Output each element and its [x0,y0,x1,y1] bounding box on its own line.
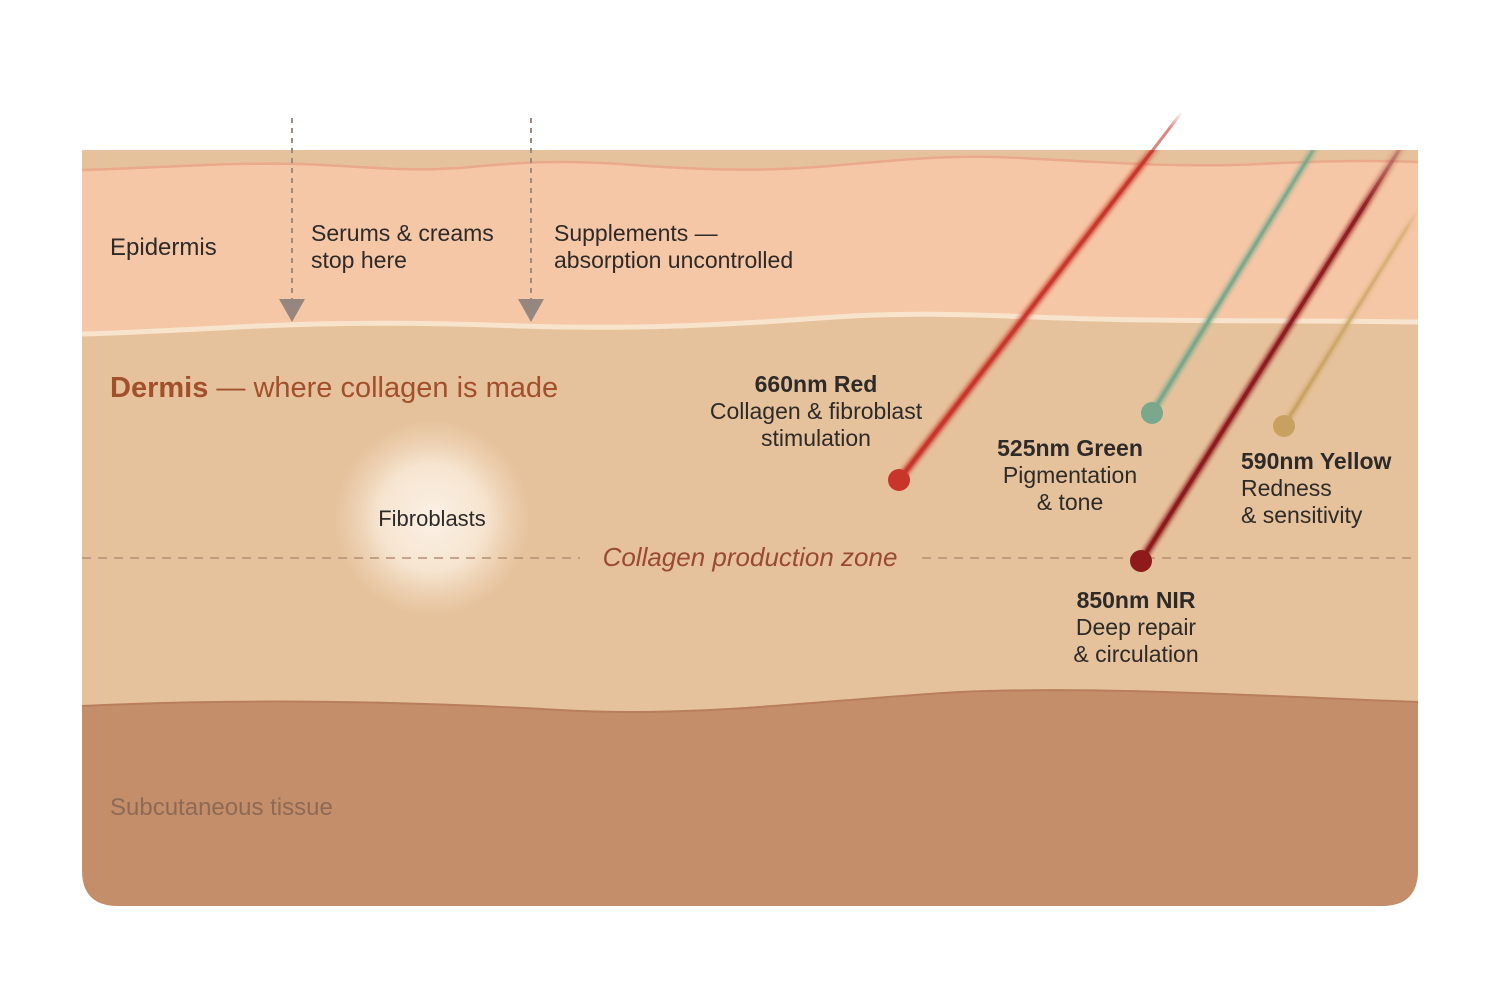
green-wavelength-label: 525nm Green Pigmentation & tone [980,435,1160,516]
supplements-arrow [518,118,544,322]
serums-label-line1: Serums & creams [311,220,494,246]
epidermis-layer [82,156,1418,334]
red-wavelength-line1: Collagen & fibroblast [709,398,923,424]
dermis-heading-rest: — where collagen is made [216,372,559,404]
supplements-label-line2: absorption uncontrolled [554,247,794,273]
green-wavelength-name: 525nm Green [997,435,1143,461]
red-wavelength-label: 660nm Red Collagen & fibroblast stimulat… [696,371,936,452]
yellow-wavelength-line1: Redness [1241,475,1332,501]
green-wavelength-line1: Pigmentation [1002,462,1138,488]
nir-endpoint-dot [1130,550,1152,572]
dermis-heading: Dermis — where collagen is made [110,371,558,405]
serums-label: Serums & creams stop here [311,220,494,274]
yellow-wavelength-label: 590nm Yellow Redness & sensitivity [1241,448,1391,529]
nir-wavelength-label: 850nm NIR Deep repair & circulation [1046,587,1226,668]
epidermis-label: Epidermis [110,234,217,261]
serums-arrow [279,118,305,322]
green-wavelength-line2: & tone [1036,489,1104,515]
nir-wavelength-line1: Deep repair [1075,614,1197,640]
dermis-heading-bold: Dermis [110,372,209,404]
green-endpoint-dot [1141,402,1163,424]
red-wavelength-line2: stimulation [761,425,871,451]
fibroblasts-label: Fibroblasts [378,506,486,531]
serums-label-line2: stop here [311,247,407,273]
red-endpoint-dot [888,469,910,491]
collagen-zone-label: Collagen production zone [602,542,898,572]
subcutaneous-label: Subcutaneous tissue [110,794,333,821]
nir-wavelength-line2: & circulation [1073,641,1199,667]
supplements-label: Supplements — absorption uncontrolled [554,220,793,274]
yellow-endpoint-dot [1273,415,1295,437]
red-wavelength-name: 660nm Red [754,371,878,397]
yellow-wavelength-name: 590nm Yellow [1241,448,1392,474]
fibroblast-cell [334,420,530,616]
yellow-wavelength-line2: & sensitivity [1241,502,1363,528]
supplements-label-line1: Supplements — [554,220,718,246]
nir-wavelength-name: 850nm NIR [1076,587,1196,613]
subcutaneous-layer [82,690,1418,906]
